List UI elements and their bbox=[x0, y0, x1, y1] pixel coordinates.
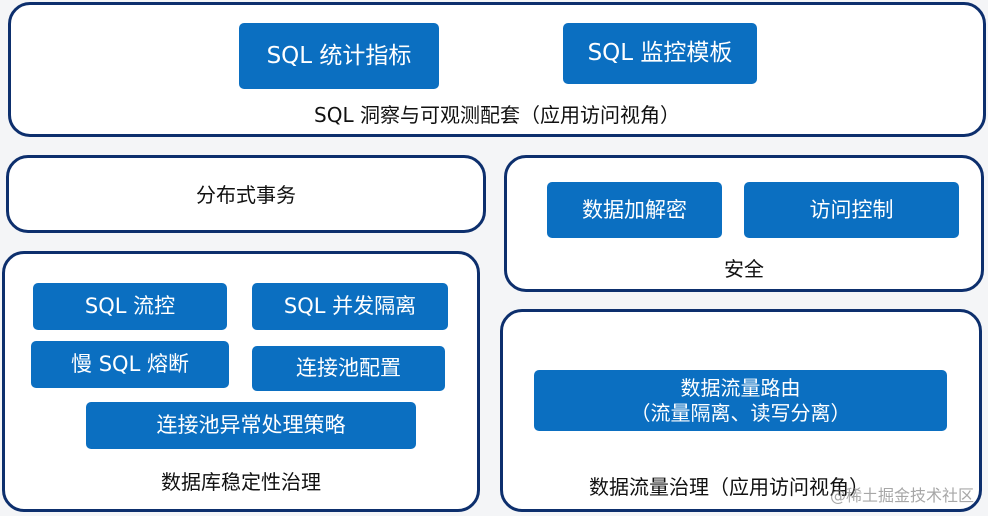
data-traffic-routing-title: 数据流量路由 bbox=[680, 375, 801, 400]
db-stability-label: 数据库稳定性治理 bbox=[161, 470, 321, 494]
sql-flow-control-tag: SQL 流控 bbox=[33, 283, 227, 330]
data-encryption-tag: 数据加解密 bbox=[547, 182, 722, 238]
sql-observability-panel: SQL 统计指标 SQL 监控模板 SQL 洞察与可观测配套（应用访问视角） bbox=[8, 2, 986, 137]
sql-concurrency-isolation-tag: SQL 并发隔离 bbox=[252, 283, 448, 330]
security-panel: 数据加解密 访问控制 安全 bbox=[504, 155, 984, 292]
sql-monitoring-template-tag: SQL 监控模板 bbox=[563, 23, 757, 84]
sql-observability-label: SQL 洞察与可观测配套（应用访问视角） bbox=[314, 103, 680, 127]
security-label: 安全 bbox=[724, 257, 764, 281]
data-traffic-panel: 数据流量路由 （流量隔离、读写分离） 数据流量治理（应用访问视角） bbox=[500, 309, 982, 512]
sql-metrics-tag: SQL 统计指标 bbox=[239, 23, 439, 89]
connection-pool-exception-strategy-tag: 连接池异常处理策略 bbox=[86, 402, 416, 449]
access-control-tag: 访问控制 bbox=[744, 182, 959, 238]
watermark: @稀土掘金技术社区 bbox=[829, 486, 974, 505]
distributed-transaction-panel: 分布式事务 bbox=[6, 155, 486, 233]
connection-pool-config-tag: 连接池配置 bbox=[252, 346, 445, 391]
slow-sql-circuit-breaker-tag: 慢 SQL 熔断 bbox=[31, 341, 229, 388]
data-traffic-label: 数据流量治理（应用访问视角） bbox=[589, 475, 869, 499]
distributed-transaction-label: 分布式事务 bbox=[196, 183, 296, 207]
data-traffic-routing-subtitle: （流量隔离、读写分离） bbox=[630, 400, 851, 425]
db-stability-panel: SQL 流控 SQL 并发隔离 慢 SQL 熔断 连接池配置 连接池异常处理策略… bbox=[2, 251, 480, 512]
data-traffic-routing-tag: 数据流量路由 （流量隔离、读写分离） bbox=[534, 370, 947, 431]
